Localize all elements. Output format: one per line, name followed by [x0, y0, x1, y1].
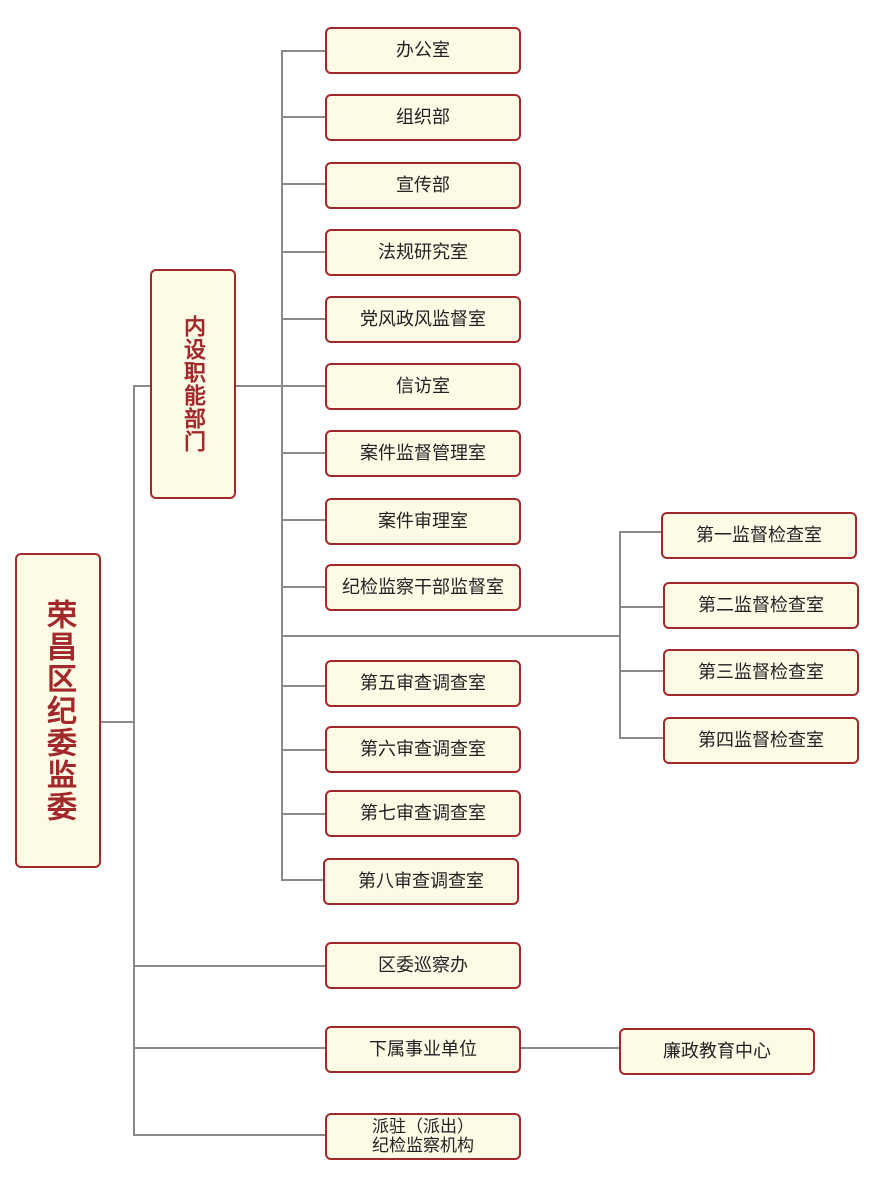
supervision-room-label: 第二监督检查室	[698, 595, 824, 616]
supervision-room-label: 第四监督检查室	[698, 730, 824, 751]
supervision-room-node: 第三监督检查室	[663, 649, 859, 696]
connector-branch	[281, 116, 326, 118]
dept-node-regulations: 法规研究室	[325, 229, 521, 276]
dept-node-publicity: 宣传部	[325, 162, 521, 209]
review-room-label: 第八审查调查室	[358, 871, 484, 892]
inspection-office-label: 区委巡察办	[378, 955, 468, 976]
connector-branch	[281, 749, 326, 751]
connector-branch	[619, 737, 664, 739]
supervision-room-node: 第四监督检查室	[663, 717, 859, 764]
connector-branch	[281, 50, 326, 52]
dispatched-agencies-node: 派驻（派出） 纪检监察机构	[325, 1113, 521, 1160]
dept-node-conduct-supervision: 党风政风监督室	[325, 296, 521, 343]
connector-trunk-to-inspection	[133, 965, 326, 967]
connector-to-supervision-group	[281, 635, 620, 637]
dept-node-organization: 组织部	[325, 94, 521, 141]
review-room-label: 第五审查调查室	[360, 673, 486, 694]
supervision-room-node: 第二监督检查室	[663, 582, 859, 629]
supervision-room-label: 第一监督检查室	[696, 525, 822, 546]
connector-subordinate-child	[520, 1047, 621, 1049]
review-room-label: 第六审查调查室	[360, 739, 486, 760]
dept-label: 办公室	[396, 40, 450, 61]
connector-trunk-to-dept	[133, 385, 151, 387]
education-center-node: 廉政教育中心	[619, 1028, 815, 1075]
dept-node-cadre-supervision: 纪检监察干部监督室	[325, 564, 521, 611]
review-room-label: 第七审查调查室	[360, 803, 486, 824]
root-node: 荣昌区纪委监委	[15, 553, 101, 868]
connector-branch	[281, 452, 326, 454]
dept-label: 法规研究室	[378, 242, 468, 263]
connector-branch	[281, 519, 326, 521]
connector-branch	[281, 385, 326, 387]
dept-label: 宣传部	[396, 175, 450, 196]
root-label: 荣昌区纪委监委	[41, 598, 76, 823]
connector-branch	[281, 879, 324, 881]
review-room-node: 第八审查调查室	[323, 858, 519, 905]
connector-branch	[281, 586, 326, 588]
review-room-node: 第七审查调查室	[325, 790, 521, 837]
connector-branch	[281, 318, 326, 320]
dept-label: 组织部	[396, 107, 450, 128]
connector-branch	[619, 670, 664, 672]
education-center-label: 廉政教育中心	[663, 1041, 771, 1062]
internal-dept-group-node: 内设职能部门	[150, 269, 236, 499]
subordinate-units-label: 下属事业单位	[369, 1039, 477, 1060]
dept-label: 案件监督管理室	[360, 443, 486, 464]
dept-label: 党风政风监督室	[360, 309, 486, 330]
connector-branch	[281, 183, 326, 185]
dept-node-case-management: 案件监督管理室	[325, 430, 521, 477]
connector-dept-out	[235, 385, 282, 387]
connector-branch	[281, 685, 326, 687]
subordinate-units-node: 下属事业单位	[325, 1026, 521, 1073]
dept-label: 纪检监察干部监督室	[342, 577, 504, 598]
connector-branch	[619, 531, 662, 533]
connector-trunk-to-dispatched	[133, 1134, 326, 1136]
inspection-office-node: 区委巡察办	[325, 942, 521, 989]
connector-supervision-trunk	[619, 531, 621, 739]
connector-dept-trunk	[281, 50, 283, 880]
supervision-room-label: 第三监督检查室	[698, 662, 824, 683]
dept-label: 信访室	[396, 376, 450, 397]
connector-trunk-to-subordinate	[133, 1047, 326, 1049]
review-room-node: 第五审查调查室	[325, 660, 521, 707]
supervision-room-node: 第一监督检查室	[661, 512, 857, 559]
dept-node-office: 办公室	[325, 27, 521, 74]
connector-branch	[619, 606, 664, 608]
connector-branch	[281, 813, 326, 815]
dept-node-case-trial: 案件审理室	[325, 498, 521, 545]
dept-node-petition: 信访室	[325, 363, 521, 410]
review-room-node: 第六审查调查室	[325, 726, 521, 773]
connector-branch	[281, 251, 326, 253]
dispatched-label-line2: 纪检监察机构	[372, 1135, 474, 1156]
dept-label: 案件审理室	[378, 511, 468, 532]
internal-dept-group-label: 内设职能部门	[180, 315, 206, 453]
connector-main-trunk	[133, 385, 135, 1136]
connector-root	[100, 721, 134, 723]
dispatched-label-line1: 派驻（派出）	[372, 1116, 474, 1137]
